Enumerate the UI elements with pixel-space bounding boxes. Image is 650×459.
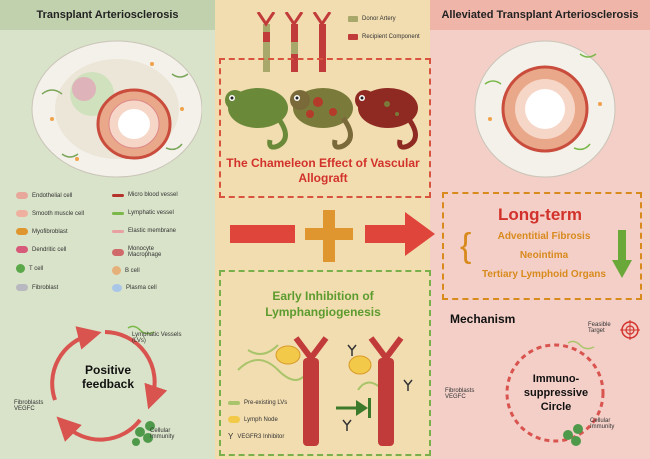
healthy-artery-illustration	[474, 40, 616, 178]
fibroblast-icon	[16, 284, 28, 291]
donor-artery-icon	[348, 16, 358, 22]
legend-node: Lymph Node	[228, 416, 278, 423]
dendritic-cell-icon	[16, 246, 28, 253]
myofibroblast-icon	[16, 228, 28, 235]
legend-item: Elastic membrane	[112, 228, 176, 234]
legend-item: Myofibroblast	[16, 228, 68, 235]
lymphatic-vessel-icon	[112, 211, 124, 215]
elastic-membrane-icon	[112, 229, 124, 233]
outcome-3: Tertiary Lymphoid Organs	[482, 269, 606, 280]
chameleon-effect-title: The Chameleon Effect of Vascular Allogra…	[226, 156, 420, 185]
fibroblasts-vegfc-label: Fibroblasts VEGFC	[14, 400, 44, 412]
feasible-target-label: Feasible Target	[588, 322, 611, 334]
legend-item: T cell	[16, 264, 43, 273]
legend-donor: Donor Artery	[348, 16, 396, 22]
immunosuppressive-cycle	[505, 340, 605, 446]
long-term-title: Long-term	[497, 205, 583, 224]
long-term-box	[442, 192, 642, 300]
monocyte-macrophage-icon	[112, 248, 124, 256]
artery-segments	[256, 12, 332, 72]
immunosuppressive-circle-label: Immuno- suppressive Circle	[523, 373, 589, 413]
outcome-2: Neointima	[519, 250, 569, 261]
legend-lvs: Pre-existing LVs	[228, 400, 287, 406]
legend-label: Fibroblast	[32, 284, 59, 291]
micro-blood-vessel-icon	[112, 193, 124, 197]
legend-label: Elastic membrane	[128, 228, 177, 234]
flow-arrows	[230, 210, 435, 262]
legend-label: Recipient Component	[362, 34, 420, 40]
inhibitor-icon: Y	[228, 432, 234, 441]
legend-item: Micro blood vessel	[112, 192, 178, 198]
right-arrow-icon	[365, 212, 435, 256]
legend-item: Endothelial cell	[16, 192, 72, 199]
inhibition-illustration	[237, 336, 413, 446]
chameleon-effect-box	[219, 58, 431, 198]
legend-item: Monocyte Macrophage	[112, 246, 202, 258]
plus-icon	[305, 210, 353, 262]
diseased-artery-illustration	[31, 40, 202, 178]
legend-label: Endothelial cell	[32, 192, 73, 199]
lymphatic-vessel-icon	[228, 401, 240, 405]
legend-label: Myofibroblast	[32, 228, 68, 235]
outcome-1: Adventitial Fibrosis	[497, 231, 591, 242]
brace-icon: {	[460, 227, 472, 265]
legend-label: VEGFR3 Inhibitor	[237, 433, 285, 440]
left-bar	[230, 225, 295, 243]
legend-item: Lymphatic vessel	[112, 210, 174, 216]
lymph-node-icon	[228, 416, 240, 423]
legend-label: Smooth muscle cell	[32, 210, 85, 217]
legend-item: Plasma cell	[112, 284, 157, 292]
legend-label: Plasma cell	[126, 285, 157, 291]
b-cell-icon	[112, 266, 121, 275]
legend-label: Pre-existing LVs	[244, 400, 288, 406]
down-arrow-icon	[612, 230, 632, 278]
left-title: Transplant Arteriosclerosis	[0, 0, 215, 30]
legend-label: Lymphatic vessel	[128, 210, 174, 216]
legend-label: Donor Artery	[362, 16, 396, 22]
legend-label: Lymph Node	[244, 416, 278, 423]
recipient-component-icon	[348, 34, 358, 40]
mechanism-title: Mechanism	[450, 312, 516, 326]
legend-label: Micro blood vessel	[128, 192, 178, 198]
endothelial-cell-icon	[16, 192, 28, 199]
right-fibroblasts-label: Fibroblasts VEGFC	[445, 388, 475, 400]
legend-item: B cell	[112, 266, 140, 275]
chameleon-illustration	[225, 88, 418, 150]
legend-label: T cell	[29, 265, 44, 272]
legend-item: Fibroblast	[16, 284, 58, 291]
legend-label: Dendritic cell	[32, 246, 67, 253]
cellular-immunity-label: Cellular Immunity	[150, 428, 175, 440]
smooth-muscle-cell-icon	[16, 210, 28, 217]
target-icon	[620, 320, 640, 340]
positive-feedback-label: Positive feedback	[81, 363, 135, 391]
legend-recipient: Recipient Component	[348, 34, 420, 40]
legend-item: Smooth muscle cell	[16, 210, 84, 217]
legend-label: Monocyte Macrophage	[128, 246, 162, 258]
legend-label: B cell	[125, 267, 140, 274]
positive-feedback-cycle	[50, 325, 168, 446]
inhibition-title: Early Inhibition of Lymphangiogenesis	[265, 289, 381, 319]
lymphatic-vessels-label: Lymphatic Vessels (LVs)	[132, 332, 182, 344]
t-cell-icon	[16, 264, 25, 273]
right-title: Alleviated Transplant Arteriosclerosis	[430, 0, 650, 30]
inhibition-box	[219, 270, 431, 456]
legend-item: Dendritic cell	[16, 246, 66, 253]
right-immunity-label: Cellular Immunity	[590, 418, 615, 430]
plasma-cell-icon	[112, 284, 122, 292]
